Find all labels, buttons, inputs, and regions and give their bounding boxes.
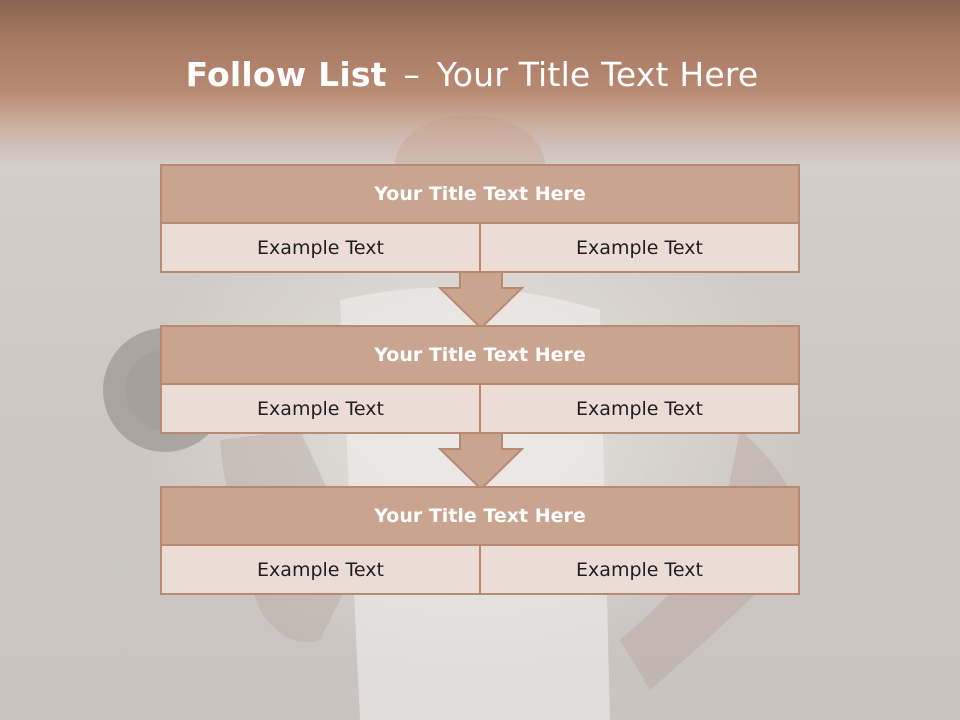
step-1-left-text: Example Text <box>257 236 384 259</box>
down-arrow-icon <box>438 432 524 490</box>
step-block-1: Your Title Text Here Example Text Exampl… <box>160 164 800 273</box>
step-row-1: Example Text Example Text <box>162 224 798 271</box>
title-bold: Follow List <box>185 55 387 94</box>
step-row-2: Example Text Example Text <box>162 385 798 432</box>
step-2-right-text: Example Text <box>479 385 798 432</box>
step-3-left-text: Example Text <box>257 558 384 581</box>
step-2-left-text: Example Text <box>257 397 384 420</box>
step-block-3: Your Title Text Here Example Text Exampl… <box>160 486 800 595</box>
step-1-right-text: Example Text <box>479 224 798 271</box>
step-title-3: Your Title Text Here <box>162 488 798 546</box>
step-title-1: Your Title Text Here <box>162 166 798 224</box>
slide-title: Follow List – Your Title Text Here <box>0 55 944 94</box>
step-3-right-text: Example Text <box>479 546 798 593</box>
step-block-2: Your Title Text Here Example Text Exampl… <box>160 325 800 434</box>
title-dash: – <box>403 55 421 94</box>
down-arrow-icon <box>438 271 524 329</box>
header-band <box>0 0 960 165</box>
step-row-3: Example Text Example Text <box>162 546 798 593</box>
title-rest: Your Title Text Here <box>436 55 759 94</box>
step-title-2: Your Title Text Here <box>162 327 798 385</box>
